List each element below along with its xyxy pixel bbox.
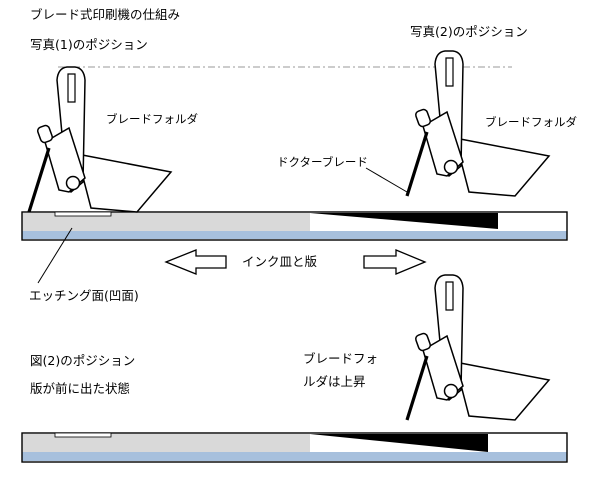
title-label: ブレード式印刷機の仕組み bbox=[30, 7, 181, 22]
right-arrow-icon bbox=[363, 249, 427, 275]
etching-surface-label: エッチング面(凹面) bbox=[29, 288, 139, 303]
ink-plate-label: インク皿と版 bbox=[242, 254, 318, 269]
photo1-position-label: 写真(1)のポジション bbox=[30, 37, 148, 52]
bottom-ink-plate bbox=[21, 432, 568, 463]
doctor-blade-label: ドクターブレード bbox=[277, 155, 368, 169]
blade-holder-top-left bbox=[27, 65, 173, 214]
doctor-blade-leader bbox=[365, 167, 408, 193]
photo2-position-label: 写真(2)のポジション bbox=[410, 24, 528, 39]
top-ink-plate bbox=[21, 211, 568, 241]
blade-holder-bottom-right bbox=[405, 273, 551, 422]
holder-rises-label-1: ブレードフォ bbox=[303, 351, 379, 366]
etching-surface-leader bbox=[37, 227, 73, 284]
holder-rises-label-2: ルダは上昇 bbox=[303, 374, 366, 389]
left-arrow-icon bbox=[164, 249, 227, 275]
figure2-position-label: 図(2)のポジション bbox=[30, 353, 136, 368]
blade-holder-left-label: ブレードフォルダ bbox=[106, 112, 198, 126]
plate-forward-label: 版が前に出た状態 bbox=[30, 381, 131, 396]
etching-recess-top bbox=[54, 211, 112, 217]
etching-recess-bottom bbox=[54, 432, 112, 438]
blade-holder-right-label: ブレードフォルダ bbox=[485, 115, 577, 129]
